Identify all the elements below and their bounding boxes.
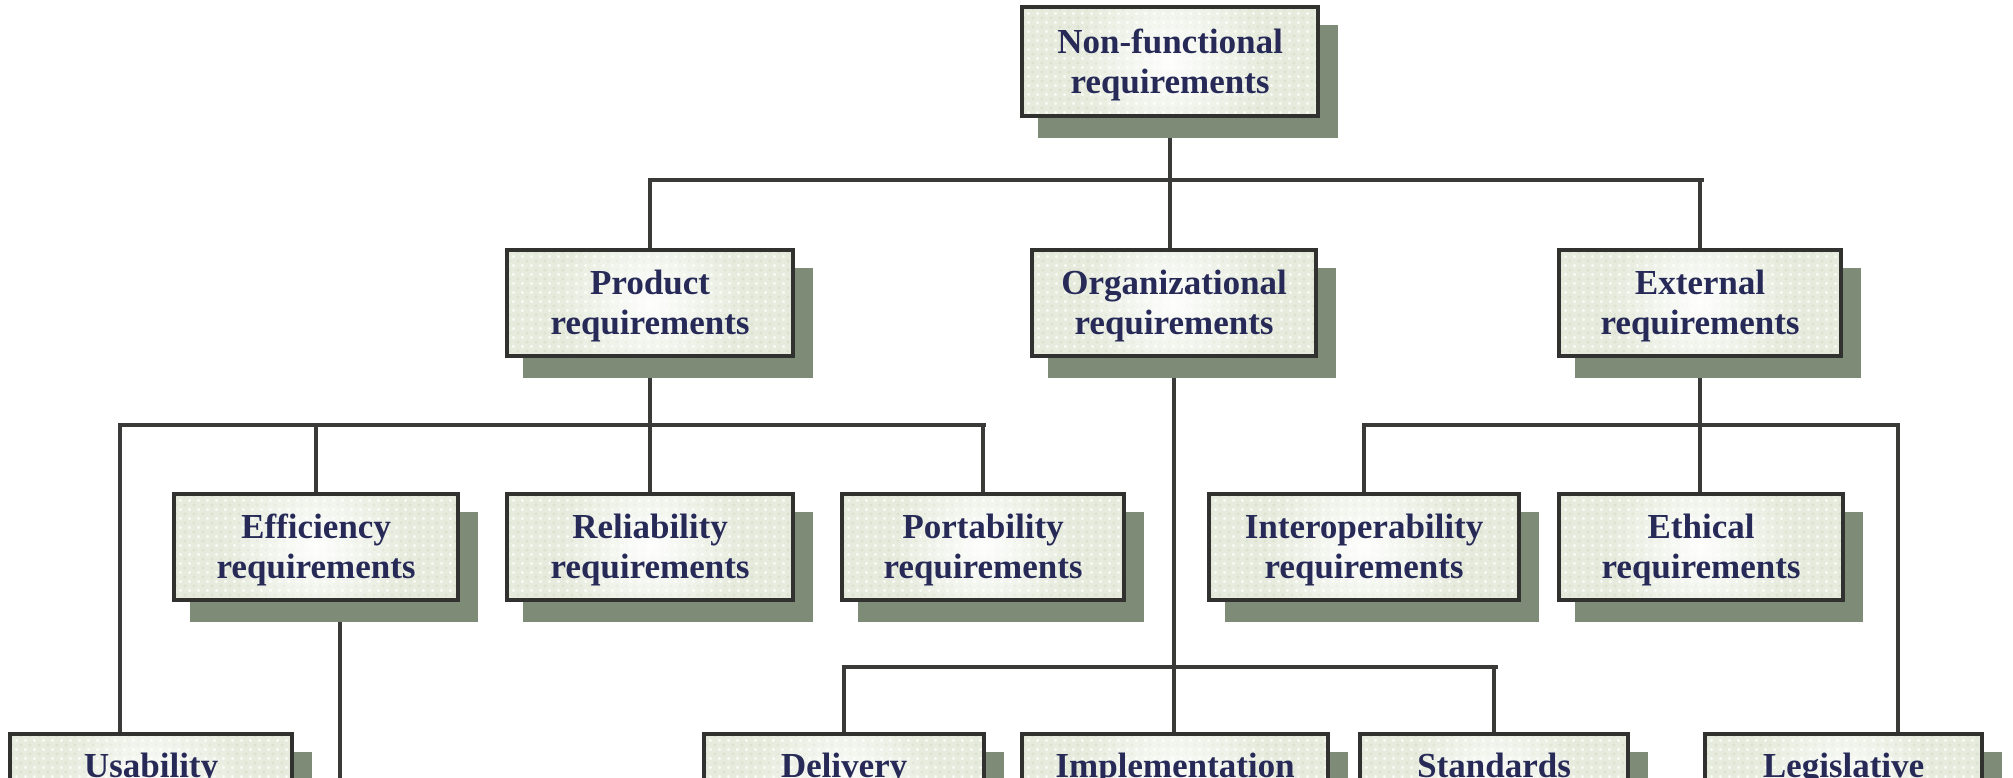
connector-drop-external	[1698, 178, 1702, 250]
connector-drop-standards	[1492, 665, 1496, 734]
connector-drop-interoperability	[1362, 423, 1366, 494]
connector-product-horizontal	[118, 423, 986, 427]
node-label: Organizational requirements	[1061, 263, 1287, 342]
node-legislative-requirements: Legislative	[1703, 732, 1984, 778]
node-usability-requirements: Usability	[8, 732, 294, 778]
connector-drop-ethical	[1698, 423, 1702, 494]
node-label: Portability requirements	[883, 507, 1083, 586]
connector-external-horizontal	[1362, 423, 1900, 427]
node-standards-requirements: Standards	[1358, 732, 1630, 778]
node-label: Implementation	[1055, 746, 1295, 778]
connector-level1-horizontal	[648, 178, 1704, 182]
connector-drop-usability	[118, 423, 122, 734]
node-ethical-requirements: Ethical requirements	[1557, 492, 1845, 602]
node-implementation-requirements: Implementation	[1020, 732, 1330, 778]
node-label: Usability	[83, 746, 219, 778]
node-external-requirements: External requirements	[1557, 248, 1843, 358]
connector-drop-portability	[981, 423, 985, 494]
node-label: External requirements	[1600, 263, 1800, 342]
node-label: Standards	[1417, 746, 1571, 778]
node-label: Delivery	[780, 746, 908, 778]
node-organizational-requirements: Organizational requirements	[1030, 248, 1318, 358]
node-label: Product requirements	[550, 263, 750, 342]
connector-product-trunk	[648, 358, 652, 427]
node-label: Legislative	[1762, 746, 1925, 778]
node-non-functional-requirements: Non-functional requirements	[1020, 5, 1320, 118]
connector-external-trunk	[1698, 358, 1702, 427]
connector-drop-efficiency	[314, 423, 318, 494]
node-product-requirements: Product requirements	[505, 248, 795, 358]
connector-organizational-trunk	[1172, 358, 1176, 734]
node-label: Efficiency requirements	[216, 507, 416, 586]
connector-root-trunk	[1168, 117, 1172, 182]
connector-drop-organizational	[1168, 178, 1172, 250]
connector-drop-legislative	[1896, 423, 1900, 734]
node-portability-requirements: Portability requirements	[840, 492, 1126, 602]
node-interoperability-requirements: Interoperability requirements	[1207, 492, 1521, 602]
connector-drop-reliability	[648, 423, 652, 494]
connector-efficiency-downtrunk	[338, 600, 342, 778]
node-efficiency-requirements: Efficiency requirements	[172, 492, 460, 602]
node-reliability-requirements: Reliability requirements	[505, 492, 795, 602]
node-label: Non-functional requirements	[1057, 21, 1283, 101]
node-label: Ethical requirements	[1601, 507, 1801, 586]
node-delivery-requirements: Delivery	[702, 732, 986, 778]
connector-drop-product	[648, 178, 652, 250]
node-label: Reliability requirements	[550, 507, 750, 586]
connector-org-horizontal	[842, 665, 1498, 669]
connector-drop-delivery	[842, 665, 846, 734]
node-label: Interoperability requirements	[1244, 507, 1484, 586]
